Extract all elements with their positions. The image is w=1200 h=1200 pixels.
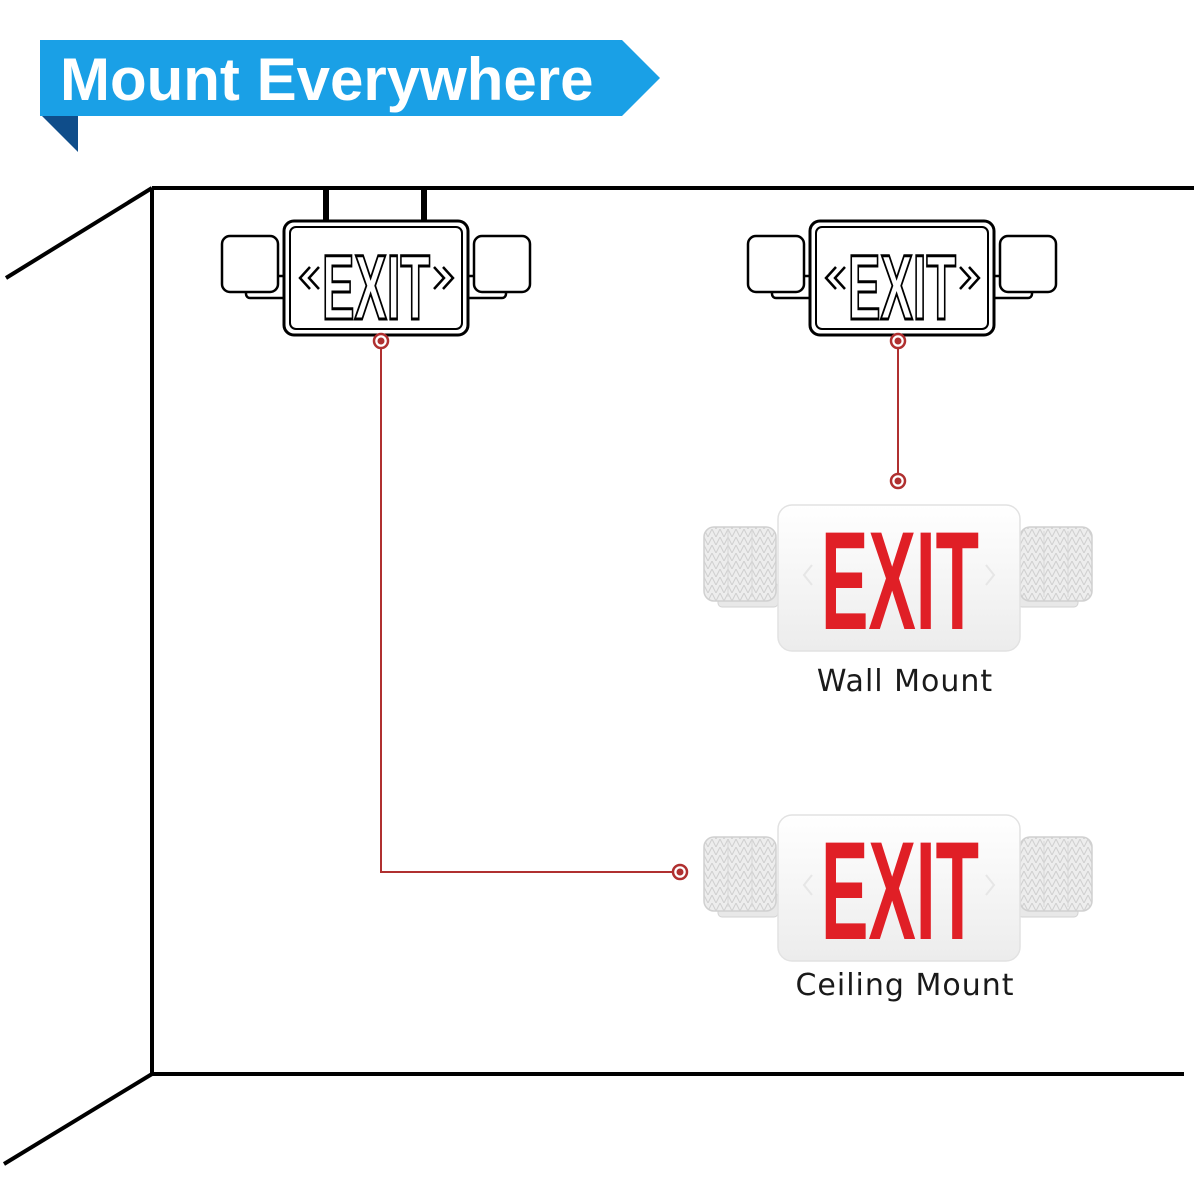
lamp-right-icon bbox=[1017, 836, 1093, 918]
page-title: Mount Everywhere bbox=[60, 46, 594, 113]
title-banner bbox=[40, 40, 660, 152]
wall-mount-sign: EXIT bbox=[703, 502, 1093, 659]
banner-ribbon bbox=[40, 40, 660, 116]
ceiling-sign-outline: EXIT bbox=[220, 190, 532, 341]
chevron-right-icon bbox=[433, 266, 455, 290]
lamp-left-icon bbox=[703, 526, 779, 608]
banner-fold bbox=[40, 114, 78, 152]
ceiling-mount-label: Ceiling Mount bbox=[795, 968, 1015, 1003]
lamp-right-icon bbox=[984, 234, 1058, 300]
connector-dot-centers bbox=[377, 337, 902, 876]
lamp-right-icon bbox=[458, 234, 532, 300]
exit-outline-text: EXIT bbox=[848, 237, 956, 339]
chevron-left-icon bbox=[802, 874, 813, 896]
lamp-left-icon bbox=[703, 836, 779, 918]
chevron-left-icon bbox=[298, 266, 320, 290]
connector-ceiling bbox=[380, 341, 680, 873]
chevron-right-icon bbox=[985, 874, 996, 896]
lamp-right-icon bbox=[1017, 526, 1093, 608]
chevron-right-icon bbox=[959, 266, 981, 290]
wall-mount-label: Wall Mount bbox=[816, 664, 994, 699]
exit-outline-text: EXIT bbox=[322, 237, 430, 339]
chevron-right-icon bbox=[985, 564, 996, 586]
wall-sign-outline: EXIT bbox=[746, 219, 1058, 341]
sign-housing bbox=[777, 814, 1021, 962]
exit-lit-text: EXIT bbox=[821, 502, 979, 659]
sign-face bbox=[289, 226, 463, 330]
lamp-left-icon bbox=[220, 234, 294, 300]
lamp-left-icon bbox=[746, 234, 820, 300]
exit-lit-text: EXIT bbox=[821, 812, 979, 969]
ceiling-perspective-line bbox=[4, 186, 154, 280]
room-outline bbox=[2, 186, 1194, 1166]
ceiling-mount-sign: EXIT bbox=[703, 812, 1093, 969]
chevron-left-icon bbox=[824, 266, 846, 290]
chevron-left-icon bbox=[802, 564, 813, 586]
sign-housing bbox=[777, 504, 1021, 652]
floor-perspective-line bbox=[2, 1072, 154, 1166]
sign-face bbox=[815, 226, 989, 330]
